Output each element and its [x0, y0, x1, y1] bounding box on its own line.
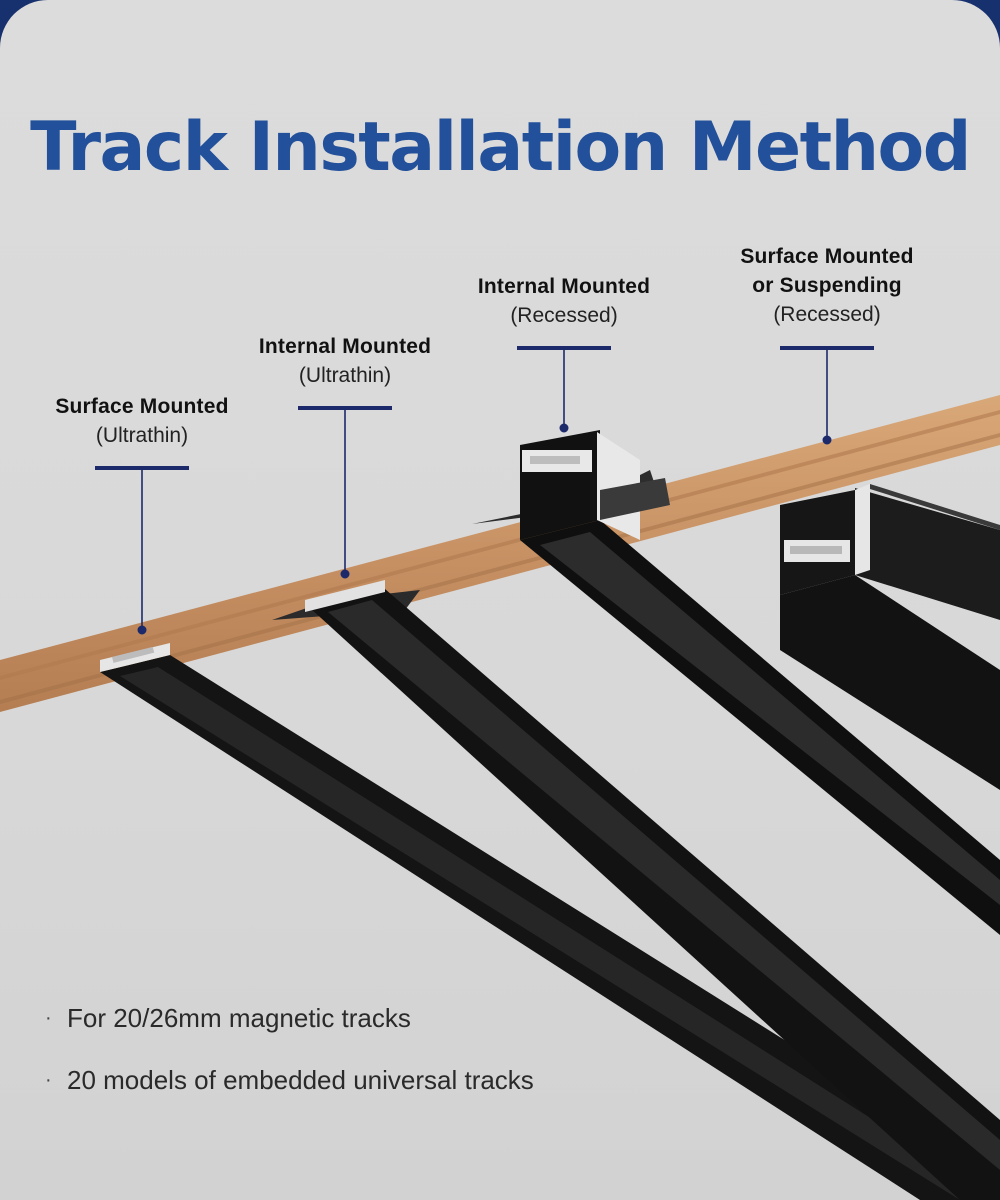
track-surface-ultrathin [100, 643, 1000, 1200]
bullet-dot-icon: · [45, 1068, 52, 1091]
label-name: Internal Mounted [258, 335, 432, 358]
label-sub: (Recessed) [773, 303, 881, 326]
label-surface-recessed: Surface Mounted or Suspending (Recessed) [707, 242, 947, 329]
track-internal-recessed [472, 430, 1000, 935]
list-item: · For 20/26mm magnetic tracks [45, 1000, 534, 1036]
bullet-text: For 20/26mm magnetic tracks [67, 1002, 411, 1033]
track-internal-ultrathin [272, 580, 1000, 1200]
label-name: Surface Mounted [55, 395, 229, 418]
label-name-line2: or Suspending [752, 274, 902, 297]
bullet-dot-icon: · [45, 1006, 52, 1029]
list-item: · 20 models of embedded universal tracks [45, 1062, 534, 1098]
label-sub: (Ultrathin) [298, 364, 392, 387]
label-name-line1: Surface Mounted [740, 245, 914, 268]
page-title: Track Installation Method [30, 108, 971, 187]
track-surface-recessed [780, 484, 1000, 790]
label-internal-recessed: Internal Mounted (Recessed) [444, 272, 684, 330]
feature-list: · For 20/26mm magnetic tracks · 20 model… [45, 1000, 534, 1124]
label-internal-ultrathin: Internal Mounted (Ultrathin) [225, 332, 465, 390]
label-name: Internal Mounted [477, 275, 651, 298]
wood-beam [0, 395, 1000, 712]
label-sub: (Recessed) [510, 304, 618, 327]
label-surface-ultrathin: Surface Mounted (Ultrathin) [22, 392, 262, 450]
bullet-text: 20 models of embedded universal tracks [67, 1064, 534, 1095]
leader-lines [95, 346, 874, 635]
label-sub: (Ultrathin) [95, 424, 189, 447]
